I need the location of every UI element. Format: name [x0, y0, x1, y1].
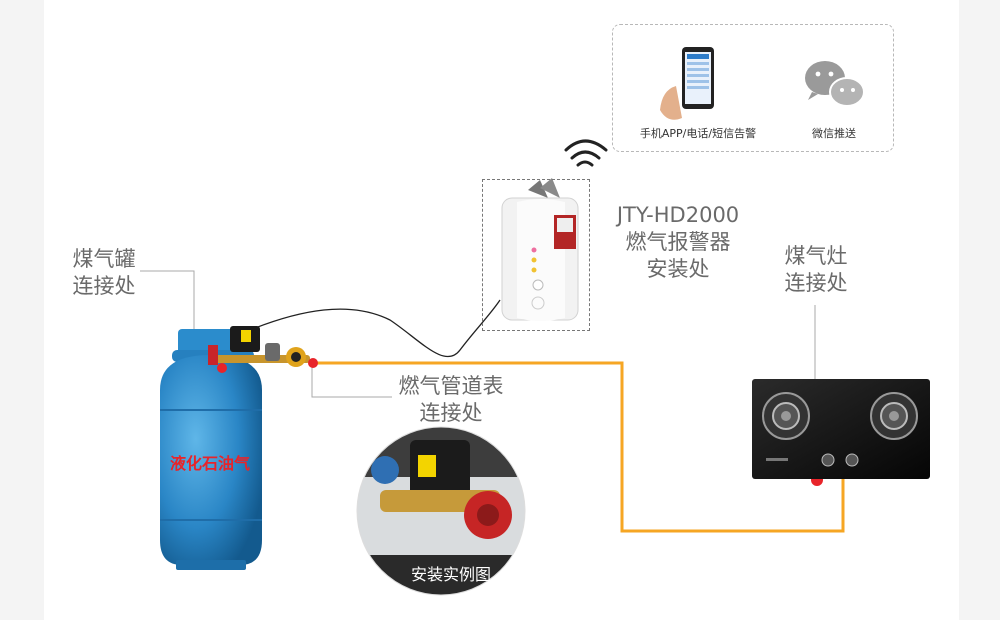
phone-icon	[660, 47, 714, 120]
detector-install-line1: 燃气报警器	[625, 230, 731, 254]
stove-connection-label: 煤气灶 连接处	[768, 243, 864, 297]
tank-connection-line2: 连接处	[72, 274, 136, 298]
stove-connection-line1: 煤气灶	[784, 244, 848, 268]
detector-model: JTY-HD2000	[616, 203, 740, 227]
notification-methods-box: 手机APP/电话/短信告警 微信推送	[612, 24, 894, 152]
gas-detector	[501, 178, 579, 321]
meter-connection-line2: 连接处	[419, 401, 483, 425]
meter-connection-marker	[308, 358, 318, 368]
signal-cable	[249, 299, 501, 358]
tank-connection-marker	[217, 363, 227, 373]
meter-leader-line	[311, 366, 392, 398]
gas-stove	[752, 379, 930, 479]
gas-pipe	[313, 361, 845, 533]
installation-example-frame	[356, 426, 526, 596]
tank-connection-line1: 煤气罐	[72, 247, 136, 271]
detector-install-line2: 安装处	[646, 257, 710, 281]
wifi-icon	[564, 139, 608, 167]
detector-install-label: JTY-HD2000 燃气报警器 安装处	[598, 202, 758, 283]
tank-connection-label: 煤气罐 连接处	[56, 246, 152, 300]
cylinder-label: 液化石油气	[169, 454, 250, 473]
stove-connection-line2: 连接处	[784, 271, 848, 295]
cylinder-valve-assembly	[208, 326, 310, 367]
meter-connection-line1: 燃气管道表	[398, 374, 504, 398]
installation-example-photo	[357, 427, 525, 595]
example-caption: 安装实例图	[410, 565, 491, 584]
wechat-icon	[805, 61, 865, 107]
wechat-push-label: 微信推送	[812, 127, 856, 140]
app-alert-label: 手机APP/电话/短信告警	[639, 127, 757, 140]
meter-connection-label: 燃气管道表 连接处	[386, 373, 516, 427]
tank-leader-line	[140, 270, 195, 330]
detector-frame	[482, 179, 590, 331]
